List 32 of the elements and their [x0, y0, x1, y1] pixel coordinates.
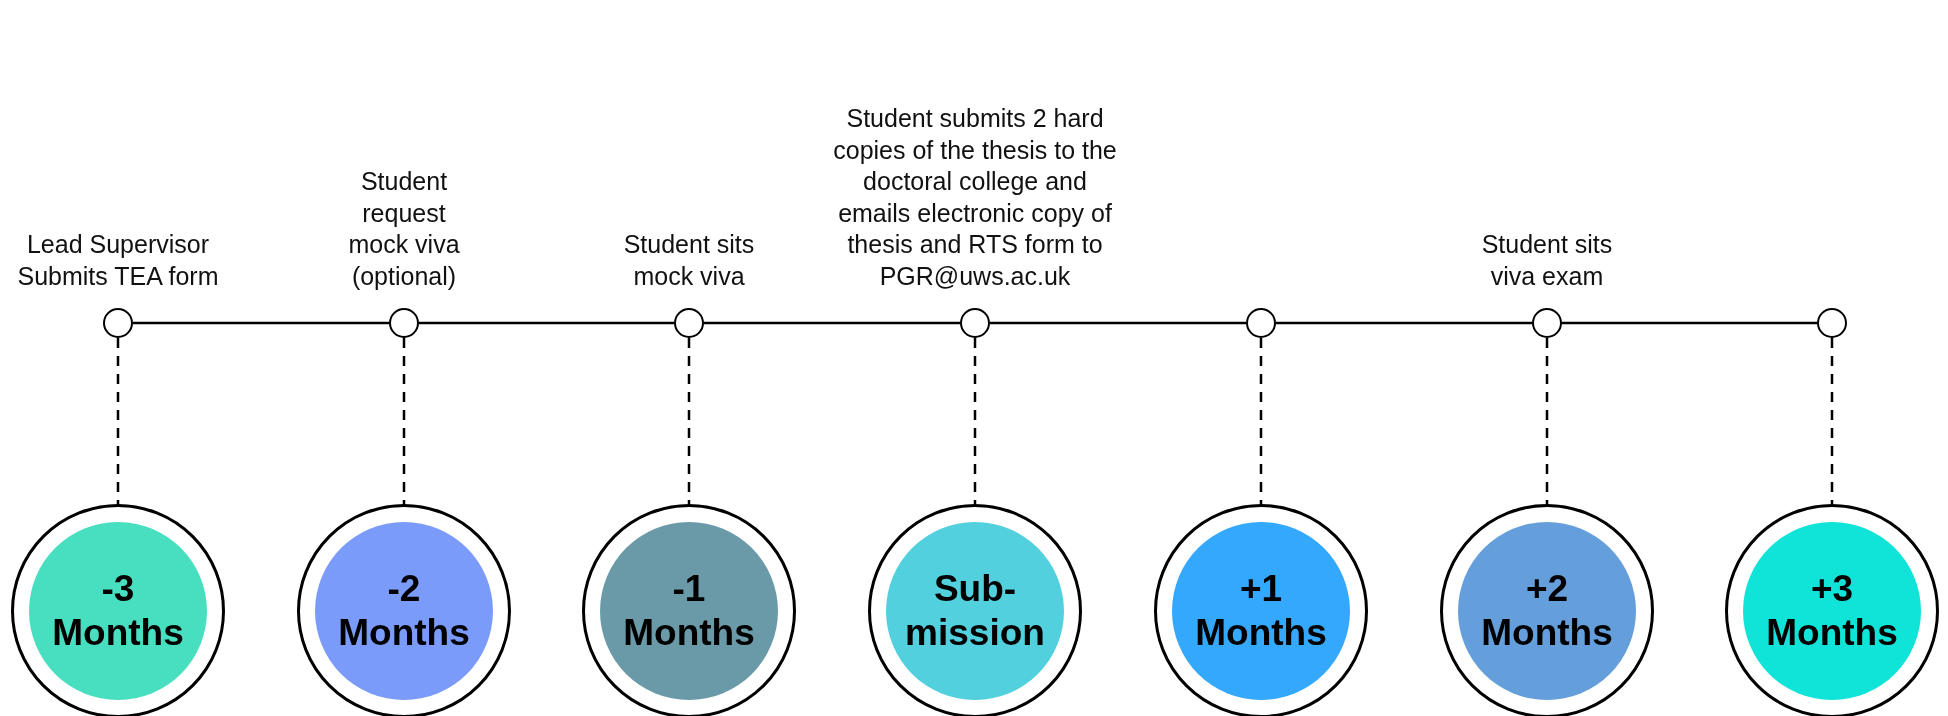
- milestone-note: Student submits 2 hard copies of the thesis to the doctoral college and emails electronic copy of thesis and RTS form to PGR@uws.ac.uk: [832, 103, 1118, 292]
- timeline-line: [1276, 321, 1532, 325]
- dashed-connector: [116, 338, 120, 504]
- milestone-note: Student sits mock viva: [622, 229, 756, 292]
- dashed-connector: [1830, 338, 1834, 504]
- milestone-circle: [1817, 308, 1847, 338]
- dashed-connector: [1545, 338, 1549, 504]
- timeline-line: [133, 321, 389, 325]
- dashed-connector: [1259, 338, 1263, 504]
- milestone-circle: [103, 308, 133, 338]
- milestone-note: Lead Supervisor Submits TEA form: [16, 229, 220, 292]
- milestone-note: Student sits viva exam: [1480, 229, 1614, 292]
- milestone-circle: [674, 308, 704, 338]
- period-label: +3 Months: [1765, 566, 1899, 655]
- period-label: -2 Months: [337, 566, 471, 655]
- milestone-circle: [1532, 308, 1562, 338]
- milestone-note: Student request mock viva (optional): [347, 166, 461, 292]
- timeline-line: [1562, 321, 1817, 325]
- period-label: Sub- mission: [904, 566, 1046, 655]
- milestone-circle: [389, 308, 419, 338]
- milestone-circle: [960, 308, 990, 338]
- timeline-line: [704, 321, 960, 325]
- timeline-line: [990, 321, 1246, 325]
- period-label: -1 Months: [622, 566, 756, 655]
- timeline-line: [419, 321, 674, 325]
- dashed-connector: [402, 338, 406, 504]
- milestone-circle: [1246, 308, 1276, 338]
- period-label: -3 Months: [51, 566, 185, 655]
- period-label: +2 Months: [1480, 566, 1614, 655]
- period-label: +1 Months: [1194, 566, 1328, 655]
- dashed-connector: [973, 338, 977, 504]
- dashed-connector: [687, 338, 691, 504]
